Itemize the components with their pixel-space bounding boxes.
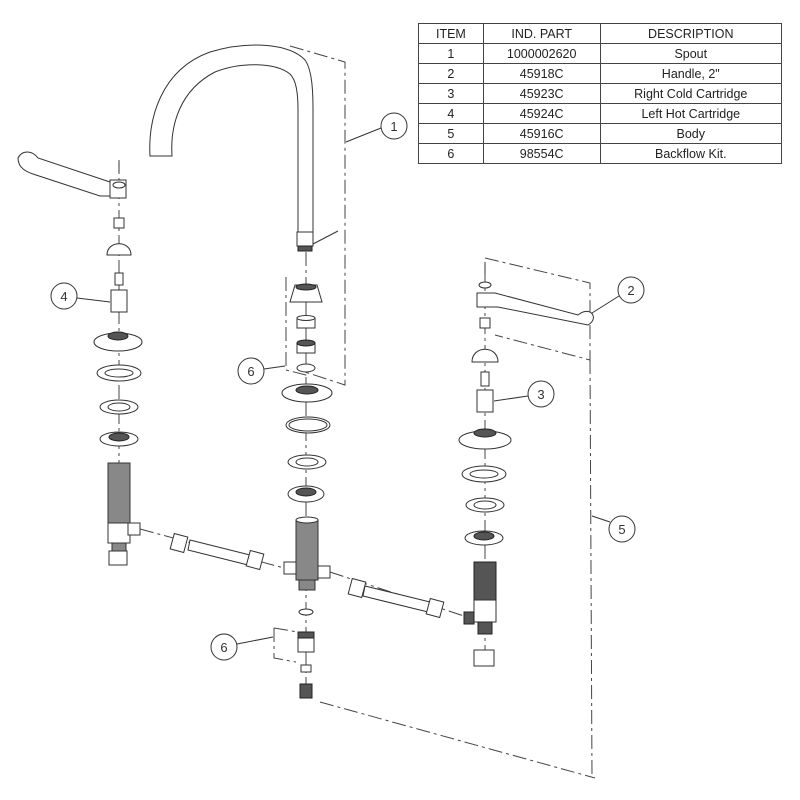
description-cell: Spout	[599, 43, 783, 64]
part-cell: 45916C	[482, 123, 601, 144]
spout	[149, 44, 346, 386]
item-cell: 2	[418, 63, 484, 84]
callout-6-upper-label: 6	[247, 364, 254, 379]
item-cell: 6	[418, 143, 484, 164]
callout-6-lower[interactable]: 6	[210, 633, 274, 661]
part-cell: 45918C	[482, 63, 601, 84]
callout-2[interactable]: 2	[591, 276, 645, 314]
callout-6-lower-label: 6	[220, 640, 227, 655]
description-cell: Backflow Kit.	[599, 143, 783, 164]
item-cell: 5	[418, 123, 484, 144]
callout-5-label: 5	[618, 522, 625, 537]
table-row: 2 45918C Handle, 2"	[418, 63, 783, 84]
center-stack	[273, 252, 596, 779]
header-ind-part: IND. PART	[482, 23, 601, 44]
supply-hoses	[139, 528, 465, 619]
callout-5[interactable]: 5	[591, 515, 636, 543]
header-item: ITEM	[418, 23, 484, 44]
callout-3-label: 3	[537, 387, 544, 402]
callout-2-label: 2	[627, 283, 634, 298]
callout-3[interactable]: 3	[493, 380, 555, 408]
table-row: 4 45924C Left Hot Cartridge	[418, 103, 783, 124]
item-cell: 4	[418, 103, 484, 124]
item-cell: 3	[418, 83, 484, 104]
description-cell: Body	[599, 123, 783, 144]
part-cell: 45923C	[482, 83, 601, 104]
callout-1-label: 1	[390, 119, 397, 134]
table-row: 1 1000002620 Spout	[418, 43, 783, 64]
header-description: DESCRIPTION	[599, 23, 783, 44]
part-cell: 45924C	[482, 103, 601, 124]
right-stack	[458, 257, 594, 779]
callout-4[interactable]: 4	[50, 282, 111, 310]
description-cell: Right Cold Cartridge	[599, 83, 783, 104]
left-stack	[17, 151, 143, 566]
item-cell: 1	[418, 43, 484, 64]
parts-table: ITEM IND. PART DESCRIPTION 1 1000002620 …	[418, 23, 783, 164]
description-cell: Left Hot Cartridge	[599, 103, 783, 124]
parts-table-header: ITEM IND. PART DESCRIPTION	[418, 23, 783, 44]
table-row: 3 45923C Right Cold Cartridge	[418, 83, 783, 104]
callout-1[interactable]: 1	[345, 112, 408, 143]
table-row: 5 45916C Body	[418, 123, 783, 144]
callout-4-label: 4	[60, 289, 67, 304]
description-cell: Handle, 2"	[599, 63, 783, 84]
part-cell: 1000002620	[482, 43, 601, 64]
table-row: 6 98554C Backflow Kit.	[418, 143, 783, 164]
callout-6-upper[interactable]: 6	[237, 357, 286, 385]
part-cell: 98554C	[482, 143, 601, 164]
